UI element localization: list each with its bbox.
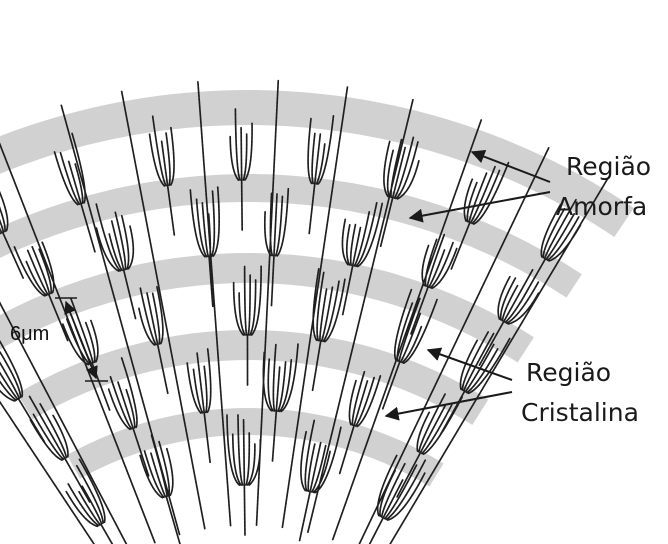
- amorphous-region-label-line2: Amorfa: [556, 190, 647, 224]
- amorphous-region-label-line1: Região: [566, 150, 651, 184]
- scale-label: 6μm: [10, 323, 49, 346]
- crystalline-region-label-line2: Cristalina: [521, 396, 639, 430]
- crystalline-region-label-line1: Região: [526, 356, 611, 390]
